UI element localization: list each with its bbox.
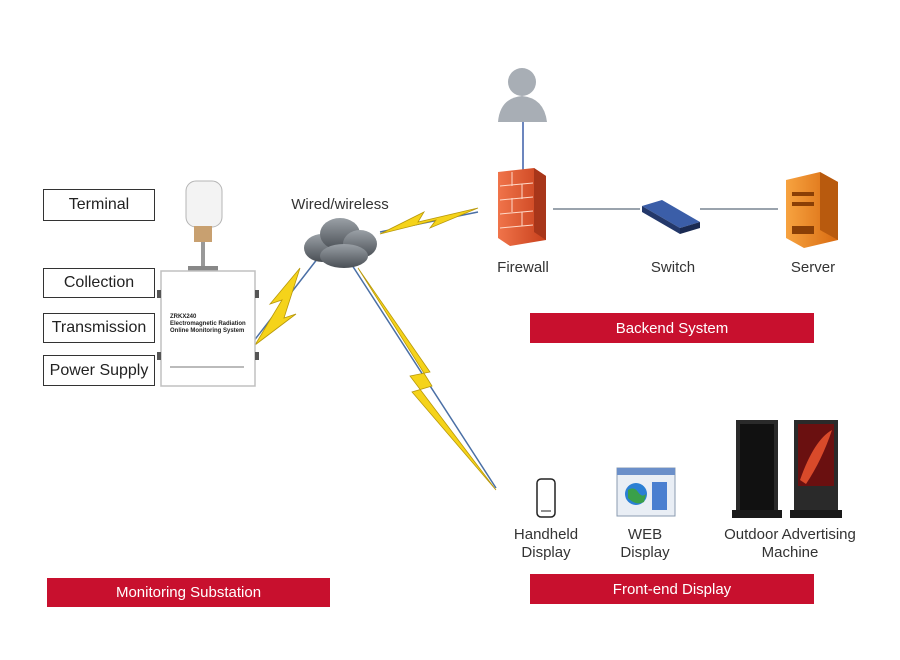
lightning-bolt-station [254, 267, 301, 346]
module-terminal: Terminal [43, 189, 155, 221]
firewall-icon [498, 168, 546, 246]
user-icon [498, 68, 547, 122]
outdoor-label: Outdoor Advertising Machine [712, 526, 868, 562]
device-label: ZRKX240 Electromagnetic Radiation Online… [170, 314, 250, 335]
outdoor-line2: Machine [761, 544, 819, 561]
network-label: Wired/wireless [291, 196, 389, 213]
antenna-icon [185, 180, 223, 271]
device-name-line1: Electromagnetic Radiation [170, 321, 246, 327]
lightning-bolt-backend [379, 207, 479, 235]
web-label: WEB Display [598, 526, 692, 562]
cloud-icon [304, 218, 377, 268]
firewall-label: Firewall [497, 259, 549, 276]
device-name-line2: Online Monitoring System [170, 328, 245, 334]
web-line1: WEB [627, 526, 663, 543]
handheld-line1: Handheld [513, 526, 579, 543]
web-line2: Display [620, 544, 670, 561]
module-transmission: Transmission [43, 313, 155, 343]
device-model: ZRKX240 [170, 314, 197, 320]
backend-system-banner: Backend System [530, 313, 814, 343]
lightning-bolt-frontend [357, 267, 497, 491]
web-browser-icon [616, 467, 676, 517]
module-power-supply: Power Supply [43, 355, 155, 386]
switch-icon [642, 200, 700, 234]
switch-label: Switch [650, 259, 696, 276]
module-collection: Collection [43, 268, 155, 298]
phone-icon [536, 478, 556, 518]
front-end-display-banner: Front-end Display [530, 574, 814, 604]
server-icon [786, 172, 838, 248]
server-label: Server [790, 259, 836, 276]
handheld-line2: Display [521, 544, 571, 561]
kiosk-icon [732, 420, 842, 518]
outdoor-line1: Outdoor Advertising [724, 526, 856, 543]
monitor-box-icon [157, 270, 259, 387]
handheld-label: Handheld Display [496, 526, 596, 562]
monitoring-substation-banner: Monitoring Substation [47, 578, 330, 607]
